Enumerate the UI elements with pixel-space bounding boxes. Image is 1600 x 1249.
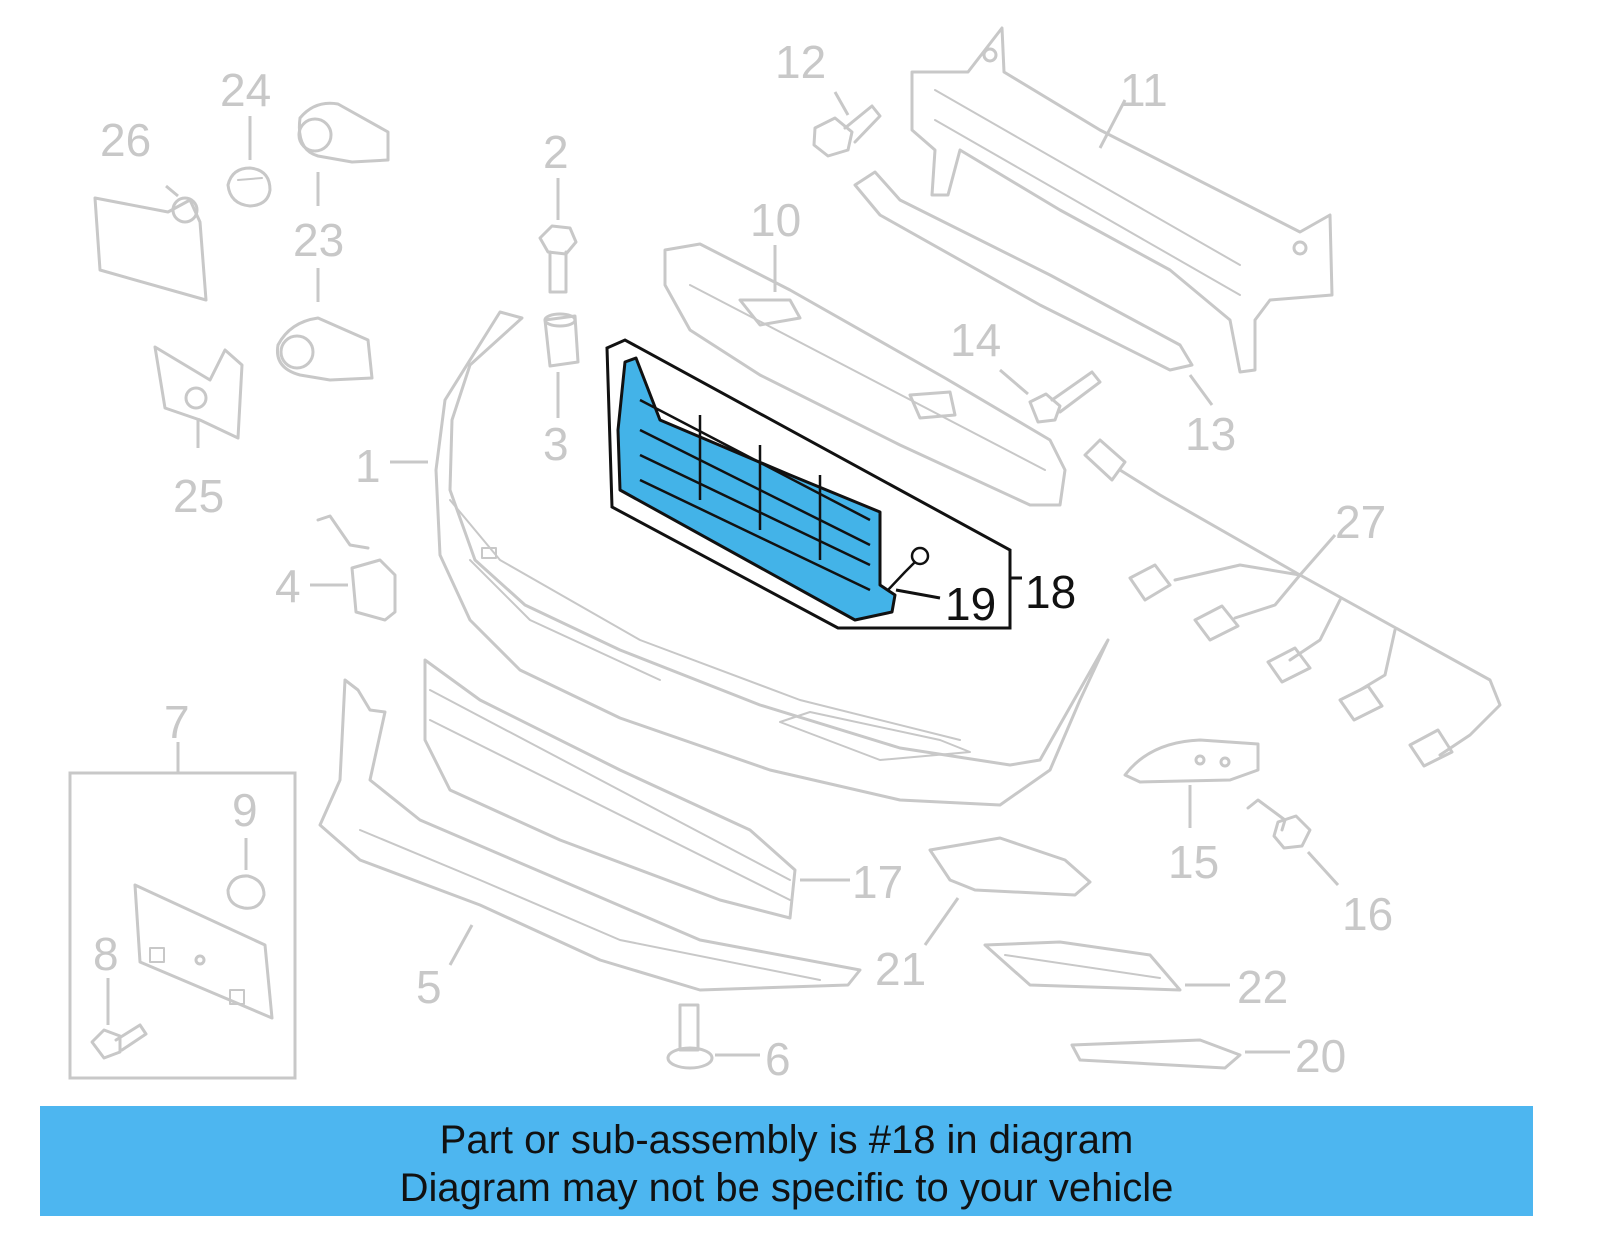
part-14-bolt — [1028, 370, 1102, 424]
part-18-active-grille-shutter[interactable] — [616, 356, 897, 622]
callout-18: 18 — [1025, 566, 1076, 618]
callout-17: 17 — [852, 856, 903, 908]
part-18-highlight-box — [605, 338, 1012, 630]
callout-10: 10 — [750, 194, 801, 246]
part-12-bolt — [812, 104, 882, 158]
callout-22: 22 — [1237, 961, 1288, 1013]
callout-26: 26 — [100, 114, 151, 166]
part-19-connector[interactable] — [887, 546, 930, 591]
callout-13: 13 — [1185, 408, 1236, 460]
part-21-bracket — [928, 836, 1092, 897]
part-6-screw — [666, 1003, 714, 1070]
callout-labels: 1 2 3 4 5 6 7 8 9 10 11 12 13 14 15 16 1… — [93, 36, 1393, 1085]
callout-1: 1 — [355, 440, 381, 492]
callout-4: 4 — [275, 560, 301, 612]
callout-24: 24 — [220, 64, 271, 116]
part-3-nut — [543, 312, 580, 368]
callout-14: 14 — [950, 314, 1001, 366]
info-banner: Part or sub-assembly is #18 in diagram D… — [40, 1106, 1533, 1216]
callout-25: 25 — [173, 470, 224, 522]
callout-27: 27 — [1335, 496, 1386, 548]
part-23-sensor-lower — [275, 316, 374, 382]
callout-5: 5 — [416, 961, 442, 1013]
part-22-bezel — [983, 940, 1182, 992]
callout-23: 23 — [293, 214, 344, 266]
part-24-grommet — [226, 166, 272, 208]
callout-7: 7 — [164, 696, 190, 748]
part-7-license-kit — [68, 771, 297, 1080]
part-20-strip — [1070, 1038, 1242, 1070]
callout-8: 8 — [93, 928, 119, 980]
callout-12: 12 — [775, 36, 826, 88]
part-27-wiring-harness — [1083, 438, 1502, 768]
part-23-sensor-upper — [297, 101, 390, 164]
callout-21: 21 — [875, 943, 926, 995]
part-2-bolt — [538, 224, 578, 294]
part-11-reinforcement — [910, 26, 1334, 374]
part-13-strip — [853, 170, 1194, 372]
callout-6: 6 — [765, 1033, 791, 1085]
part-10-absorber — [663, 242, 1067, 507]
callout-19: 19 — [945, 578, 996, 630]
callout-3: 3 — [543, 418, 569, 470]
part-26-bracket — [93, 196, 208, 302]
part-25-bracket — [153, 345, 244, 440]
banner-line-1: Part or sub-assembly is #18 in diagram — [439, 1118, 1134, 1162]
banner-line-2: Diagram may not be specific to your vehi… — [399, 1166, 1174, 1210]
part-17-lower-grille — [423, 658, 797, 920]
callout-2: 2 — [543, 126, 569, 178]
part-16-bolt — [1246, 798, 1312, 850]
callout-16: 16 — [1342, 888, 1393, 940]
part-5-deflector — [318, 678, 862, 992]
callout-15: 15 — [1168, 836, 1219, 888]
leader-lines — [106, 91, 1340, 1057]
part-4-bracket — [316, 514, 397, 622]
callout-9: 9 — [232, 784, 258, 836]
part-1-bumper-cover — [434, 310, 1110, 807]
callout-20: 20 — [1295, 1030, 1346, 1082]
part-15-lamp — [1123, 738, 1260, 784]
callout-11: 11 — [1120, 64, 1168, 116]
